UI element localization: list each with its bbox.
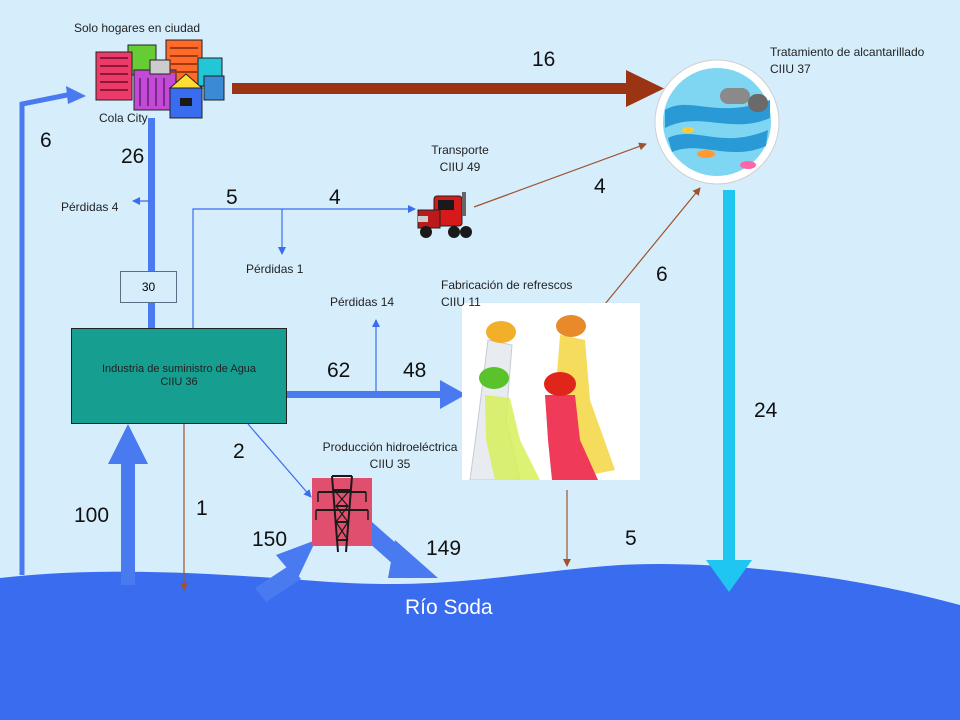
softdrinks-label-line1: Fabricación de refrescos (441, 278, 573, 292)
hydro-label-line1: Producción hidroeléctrica (322, 440, 458, 454)
treatment-label-line1: Tratamiento de alcantarillado (770, 45, 925, 59)
flow-48: 48 (403, 359, 427, 382)
truck-icon (417, 192, 472, 238)
flow-treatment-to-river (723, 190, 735, 565)
flow-4-branch: 4 (329, 186, 341, 209)
transport-label-line1: Transporte (431, 143, 489, 157)
river (0, 564, 960, 720)
treatment-label-line2: CIIU 37 (770, 62, 811, 76)
flow-6-left: 6 (40, 129, 52, 152)
city-buildings-icon (95, 39, 225, 119)
flow-1: 1 (196, 497, 208, 520)
flow-river-to-households-head (66, 86, 86, 104)
flow-industry-to-households (148, 118, 155, 330)
hydro-label-line2: CIIU 35 (369, 457, 411, 471)
flow-industry-to-softdrinks (287, 391, 442, 398)
softdrinks-label: Fabricación de refrescos CIIU 11 (441, 277, 572, 311)
flow-2: 2 (233, 440, 245, 463)
flow-4-transport: 4 (594, 175, 606, 198)
softdrinks-label-line2: CIIU 11 (441, 295, 481, 309)
flow-river-to-hydro-head (276, 540, 316, 580)
flow-62: 62 (327, 359, 351, 382)
flow-industry-to-softdrinks-head (440, 380, 466, 409)
flow-value-box: 30 (120, 271, 177, 303)
water-industry-box: Industria de suministro de Agua CIIU 36 (71, 328, 287, 424)
flow-150: 150 (252, 528, 288, 551)
transport-label: Transporte CIIU 49 (424, 142, 496, 176)
flow-branch-line (192, 205, 416, 328)
households-subtitle: Cola City (99, 111, 148, 125)
flow-river-to-industry-head (108, 424, 148, 464)
water-industry-line1: Industria de suministro de Agua (101, 363, 257, 375)
flow-households-to-treatment-head (626, 70, 664, 107)
flow-households-to-treatment (232, 83, 630, 94)
flow-river-to-hydro (255, 565, 301, 602)
treatment-label: Tratamiento de alcantarillado CIIU 37 (770, 44, 924, 78)
flow-6-softdrinks: 6 (656, 263, 668, 286)
sewage-treatment-icon (654, 59, 780, 185)
flow-hydro-to-river-head (388, 540, 438, 578)
flow-river-to-households (19, 91, 73, 575)
flow-industry-to-hydro (247, 423, 312, 498)
water-industry-line2: CIIU 36 (160, 376, 198, 388)
flow-26: 26 (121, 145, 145, 168)
flow-treatment-to-river-head (706, 560, 752, 592)
flow-24: 24 (754, 399, 778, 422)
flow-transport-to-treatment (473, 142, 647, 208)
soft-drink-bottles-icon (462, 303, 640, 480)
flow-5-top: 5 (226, 186, 238, 209)
transport-label-line2: CIIU 49 (439, 160, 481, 174)
flow-16: 16 (532, 48, 556, 71)
flow-100: 100 (74, 504, 110, 527)
flow-softdrinks-to-treatment (604, 187, 701, 305)
flow-149: 149 (426, 537, 462, 560)
households-title: Solo hogares en ciudad (74, 21, 201, 35)
flow-river-to-industry (121, 460, 135, 585)
river-name: Río Soda (405, 596, 493, 619)
hydro-tower-icon (312, 475, 372, 553)
flow-5-bottom: 5 (625, 527, 637, 550)
hydro-label: Producción hidroeléctrica CIIU 35 (305, 439, 475, 473)
loss-4-label: Pérdidas 4 (61, 200, 119, 214)
loss-14-label: Pérdidas 14 (330, 295, 395, 309)
loss-1-label: Pérdidas 1 (246, 262, 304, 276)
